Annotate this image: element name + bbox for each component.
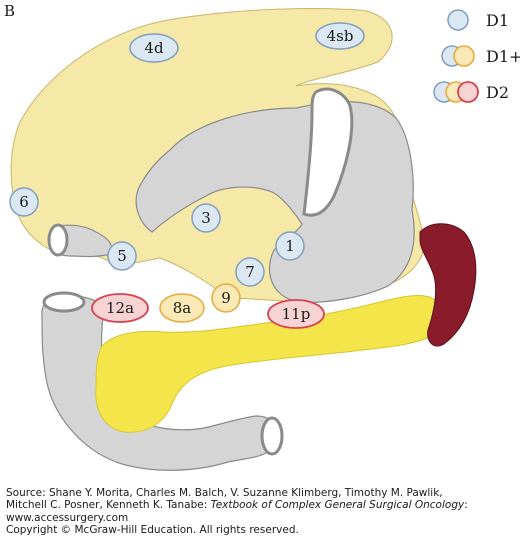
- cardia-opening: [302, 87, 354, 217]
- station-4sb: 4sb: [315, 22, 365, 50]
- panel-letter: B: [4, 2, 15, 20]
- station-11p-label: 11p: [282, 305, 311, 323]
- station-8a-node: [159, 293, 205, 323]
- caption-colon: :: [464, 499, 468, 512]
- legend-d1plus-label: D1+: [486, 47, 520, 66]
- station-9-node: [211, 283, 241, 313]
- station-6-label: 6: [19, 193, 29, 211]
- station-8a-label: 8a: [173, 299, 192, 317]
- source-caption: Source: Shane Y. Morita, Charles M. Balc…: [6, 487, 516, 537]
- station-7-label: 7: [245, 263, 255, 281]
- station-4d-label: 4d: [144, 39, 164, 57]
- station-9: 9: [211, 283, 241, 313]
- station-1: 1: [275, 231, 305, 261]
- station-7-node: [235, 257, 265, 287]
- station-6: 6: [9, 187, 39, 217]
- legend-d1-node-1: [447, 9, 469, 31]
- spleen: [419, 223, 477, 347]
- station-3-node: [191, 203, 221, 233]
- legend-d2-node-3: [457, 81, 479, 103]
- station-4sb-node: [315, 22, 365, 50]
- caption-copyright: Copyright © McGraw-Hill Education. All r…: [6, 524, 299, 537]
- duodenum-cut-end: [42, 291, 86, 313]
- legend-d2-label: D2: [486, 83, 509, 102]
- station-11p-node: [267, 299, 325, 329]
- legend-d1plus: D1+: [441, 45, 520, 67]
- station-3-label: 3: [201, 209, 211, 227]
- caption-book-title: Textbook of Complex General Surgical Onc…: [210, 499, 465, 512]
- station-8a: 8a: [159, 293, 205, 323]
- station-6-node: [9, 187, 39, 217]
- station-5: 5: [107, 241, 137, 271]
- station-5-node: [107, 241, 137, 271]
- station-4sb-label: 4sb: [327, 27, 354, 45]
- station-4d: 4d: [129, 33, 179, 63]
- station-12a: 12a: [91, 293, 149, 323]
- station-11p: 11p: [267, 299, 325, 329]
- station-12a-label: 12a: [106, 299, 134, 317]
- legend-d1-label: D1: [486, 11, 509, 30]
- legend-d1plus-node-2: [453, 45, 475, 67]
- station-7: 7: [235, 257, 265, 287]
- caption-source-line: Source: Shane Y. Morita, Charles M. Balc…: [6, 487, 443, 499]
- station-1-node: [275, 231, 305, 261]
- station-12a-node: [91, 293, 149, 323]
- pylorus-cut-end: [47, 223, 69, 257]
- caption-authors-line: Mitchell C. Posner, Kenneth K. Tanabe: T…: [6, 499, 516, 511]
- station-5-label: 5: [117, 247, 127, 265]
- pancreas: [95, 295, 441, 433]
- station-3: 3: [191, 203, 221, 233]
- caption-website[interactable]: www.accessurgery.com: [6, 511, 129, 524]
- legend-d2: D2: [433, 81, 509, 103]
- legend: D1 D1+ D2: [433, 9, 520, 103]
- caption-authors: Mitchell C. Posner, Kenneth K. Tanabe:: [6, 499, 211, 512]
- station-1-label: 1: [285, 237, 295, 255]
- legend-d1: D1: [447, 9, 509, 31]
- jejunum-cut-end: [260, 416, 284, 456]
- station-4d-node: [129, 33, 179, 63]
- station-9-label: 9: [221, 289, 231, 307]
